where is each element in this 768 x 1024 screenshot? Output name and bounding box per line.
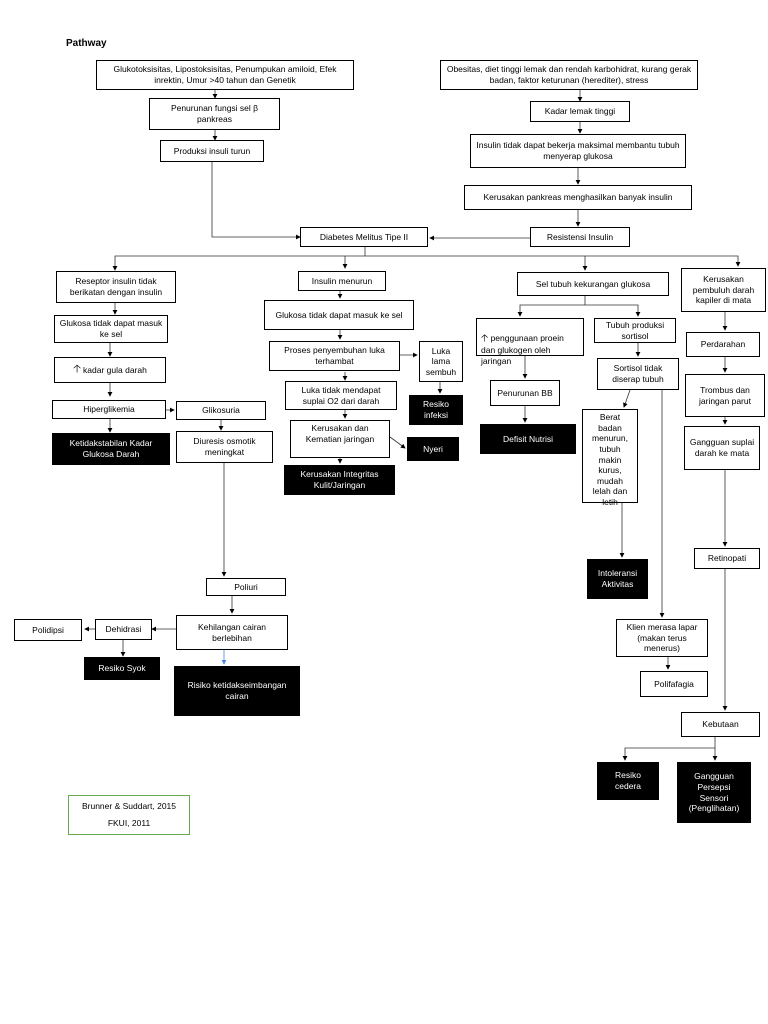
cortisol-absorb-box: Sortisol tidak diserap tubuh [597,358,679,390]
insulin-production-box: Produksi insuli turun [160,140,264,162]
dx-shock-box: Resiko Syok [84,657,160,680]
weight-down-tired-box: Berat badan menurun, tubuh makin kurus, … [582,409,638,507]
blood-supply-box: Gangguan suplai darah ke mata [684,426,760,470]
polydipsia-box: Polidipsi [14,619,82,641]
receptor-box: Reseptor insulin tidak berikatan dengan … [56,271,176,303]
hungry-box: Klien merasa lapar (makan terus menerus) [616,619,708,657]
page-title: Pathway [66,38,107,49]
healing-inhibited-box: Proses penyembuhan luka terhambat [269,341,400,371]
protein-use-label: penggunaan proein dan glukogen oleh jari… [481,332,564,366]
capillary-damage-box: Kerusakan pembuluh darah kapiler di mata [681,268,766,312]
blood-sugar-box: 🡡kadar gula darah [54,357,166,383]
blood-sugar-label: kadar gula darah [83,364,147,375]
dx-infection-box: Resiko infeksi [409,395,463,425]
hyperglycemia-box: Hiperglikemia [52,400,166,419]
dx-glucose-box: Ketidakstabilan Kadar Glukosa Darah [52,433,170,465]
wound-slow-box: Luka lama sembuh [419,341,463,382]
dehydration-box: Dehidrasi [95,619,152,640]
glucose-no-cell-2-box: Glukosa tidak dapat masuk ke sel [264,300,414,330]
reference-item: Brunner & Suddart, 2015 [81,800,177,811]
dm2-box: Diabetes Melitus Tipe II [300,227,428,247]
protein-use-box: 🡡 penggunaan proein dan glukogen oleh ja… [476,318,584,366]
dx-nutrition-box: Defisit Nutrisi [480,424,576,454]
osmotic-diuresis-box: Diuresis osmotik meningkat [176,431,273,463]
polyuria-box: Poliuri [206,578,286,596]
causes-left-box: Glukotoksisitas, Lipostoksisitas, Penump… [96,60,354,90]
reference-item: FKUI, 2011 [107,818,151,828]
references-box: Brunner & Suddart, 2015 FKUI, 2011 [68,795,190,835]
insulin-resistance-box: Resistensi Insulin [530,227,630,247]
dx-sensory-box: Gangguan Persepsi Sensori (Penglihatan) [677,762,751,823]
glycosuria-box: Glikosuria [176,401,266,420]
insulin-down-box: Insulin menurun [298,271,386,291]
beta-cell-box: Penurunan fungsi sel β pankreas [149,98,280,130]
thrombus-box: Trombus dan jaringan parut [685,374,765,417]
cells-lack-glucose-box: Sel tubuh kekurangan glukosa [517,272,669,296]
dx-pain-box: Nyeri [407,437,459,461]
glucose-no-cell-1-box: Glukosa tidak dapat masuk ke sel [54,315,168,343]
weight-loss-box: Penurunan BB [490,380,560,406]
cortisol-prod-box: Tubuh produksi sortisol [594,318,676,343]
blindness-box: Kebutaan [681,712,760,737]
bleeding-box: Perdarahan [686,332,760,357]
high-fat-box: Kadar lemak tinggi [530,101,630,122]
insulin-cannot-work-box: Insulin tidak dapat bekerja maksimal mem… [470,134,686,168]
fluid-loss-box: Kehilangan cairan berlebihan [176,615,288,650]
wound-no-o2-box: Luka tidak mendapat suplai O2 dari darah [285,381,397,410]
tissue-death-box: Kerusakan dan Kematian jaringan [290,420,390,458]
dx-fluid-box: Risiko ketidakseimbangan cairan [174,666,300,716]
pancreas-damage-box: Kerusakan pankreas menghasilkan banyak i… [464,185,692,210]
dx-injury-box: Resiko cedera [597,762,659,800]
polyphagia-box: Polifafagia [640,671,708,697]
arrow-up-icon: 🡡 [481,332,489,344]
arrow-up-icon: 🡡 [73,363,82,376]
dx-integrity-box: Kerusakan Integritas Kulit/Jaringan [284,465,395,495]
causes-right-box: Obesitas, diet tinggi lemak dan rendah k… [440,60,698,90]
dx-activity-box: Intoleransi Aktivitas [587,559,648,599]
retinopathy-box: Retinopati [694,548,760,569]
